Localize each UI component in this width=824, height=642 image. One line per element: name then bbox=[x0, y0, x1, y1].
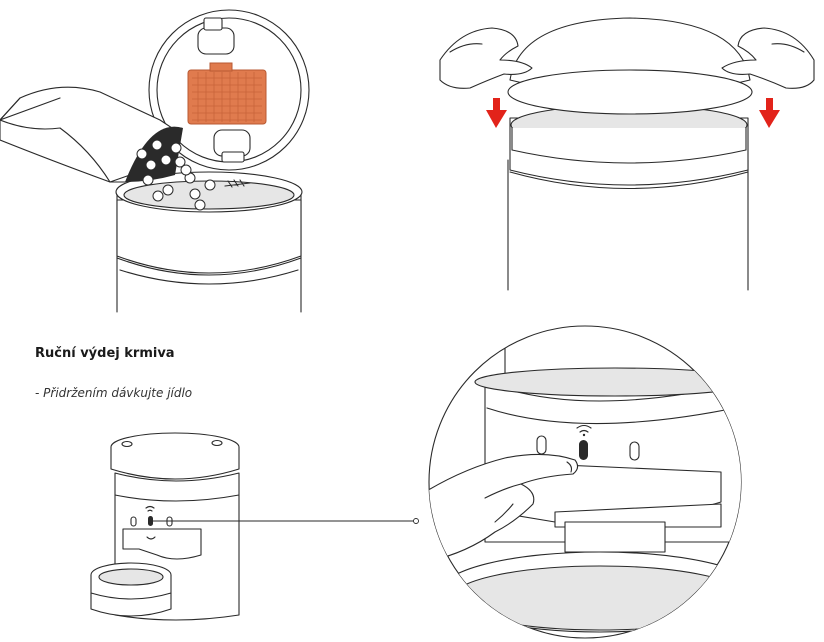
filter-pad bbox=[187, 62, 267, 125]
section-title: Ruční výdej krmiva bbox=[35, 346, 175, 361]
hand-left bbox=[439, 27, 533, 89]
food-bag bbox=[0, 86, 183, 183]
callout-connector bbox=[152, 515, 422, 527]
feeder-overview-illustration bbox=[85, 425, 255, 635]
arrow-down-icon bbox=[759, 98, 780, 128]
dispense-button-icon bbox=[579, 440, 588, 460]
lid bbox=[148, 9, 310, 171]
kibble bbox=[136, 139, 216, 211]
button-closeup-illustration bbox=[425, 322, 745, 642]
fill-food-illustration bbox=[0, 0, 330, 320]
arrow-down-icon bbox=[486, 98, 507, 128]
hand-icon bbox=[429, 453, 579, 563]
close-lid-illustration bbox=[430, 0, 824, 300]
section-instruction: - Přidržením dávkujte jídlo bbox=[35, 386, 193, 400]
hand-right bbox=[721, 27, 815, 89]
wifi-icon bbox=[576, 424, 592, 437]
